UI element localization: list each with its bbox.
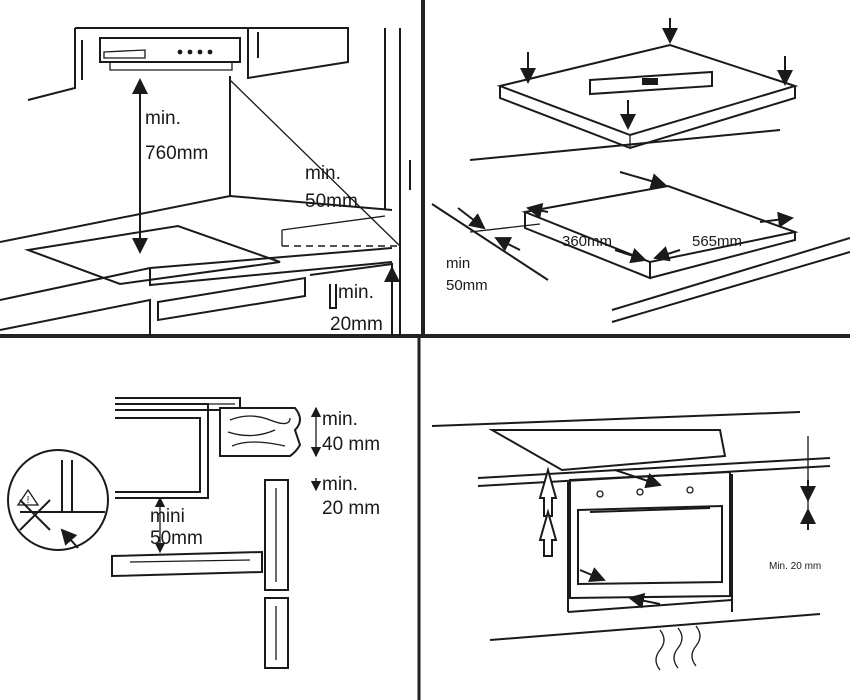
oven-clearance-label: Min. 20 mm <box>769 561 821 572</box>
panel-oven-ventilation <box>431 411 831 671</box>
bottom-gap-label-line1: mini <box>150 506 185 527</box>
edge-gap-label-line2: 50mm <box>446 277 488 294</box>
panel-section-view <box>7 397 322 669</box>
warning-icon: ! <box>27 495 30 506</box>
cutout-width-label: 565mm <box>692 233 742 250</box>
panel-cutout-dimensions <box>431 18 850 323</box>
wall-gap-label-line1: min. <box>305 163 341 184</box>
hood-height-label-line2: 760mm <box>145 143 208 164</box>
panel-hob-clearances <box>0 27 411 336</box>
edge-gap-label-line1: min <box>446 255 470 272</box>
hood-height-label-line1: min. <box>145 108 181 129</box>
wall-gap-label-line2: 50mm <box>305 191 358 212</box>
cutout-depth-label: 360mm <box>562 233 612 250</box>
worktop-thickness-label-line2: 40 mm <box>322 434 380 455</box>
panel-gap-label-line1: min. <box>322 474 358 495</box>
bottom-gap-label-line2: 50mm <box>150 528 203 549</box>
worktop-thickness-label-line1: min. <box>322 409 358 430</box>
under-gap-label-line2: 20mm <box>330 314 383 335</box>
under-gap-label-line1: min. <box>338 282 374 303</box>
panel-gap-label-line2: 20 mm <box>322 498 380 519</box>
